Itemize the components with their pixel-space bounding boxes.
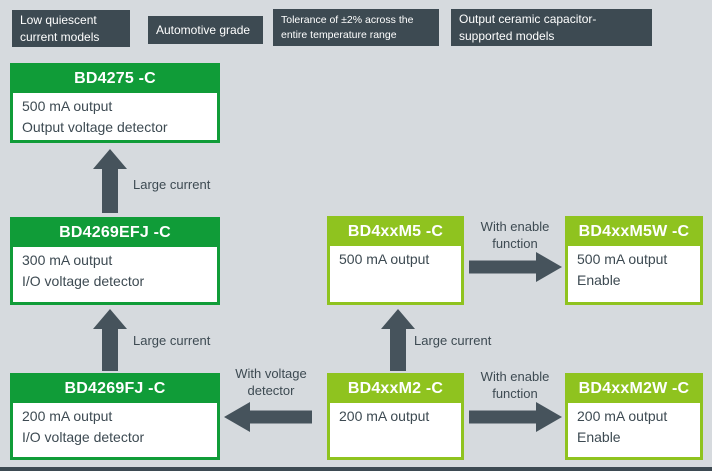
feature-label-automotive-grade: Automotive grade	[148, 16, 263, 44]
spec-line: 200 mA output	[22, 408, 113, 424]
spec-line: 200 mA output	[577, 408, 668, 424]
arrow-label-with-enable: With enable function	[480, 219, 550, 251]
arrow-shape	[224, 402, 312, 432]
product-specs: 200 mA output Enable	[568, 403, 700, 457]
product-box-bd4xxm2: BD4xxM2 -C 200 mA output	[327, 373, 464, 460]
spec-line: I/O voltage detector	[22, 429, 145, 445]
product-specs: 200 mA output I/O voltage detector	[13, 403, 217, 457]
product-box-bd4269fj: BD4269FJ -C 200 mA output I/O voltage de…	[10, 373, 220, 460]
arrow-left-icon	[224, 402, 312, 432]
product-title: BD4xxM5W -C	[568, 219, 700, 246]
product-specs: 500 mA output Enable	[568, 246, 700, 302]
spec-line: 200 mA output	[339, 408, 430, 424]
spec-line: 500 mA output	[339, 251, 430, 267]
arrow-label-large-current: Large current	[133, 333, 211, 348]
product-title: BD4269FJ -C	[13, 376, 217, 403]
product-box-bd4269efj: BD4269EFJ -C 300 mA output I/O voltage d…	[10, 217, 220, 305]
arrow-right-icon	[469, 402, 562, 432]
spec-line: 500 mA output	[22, 98, 113, 114]
product-specs: 200 mA output	[330, 403, 461, 457]
product-box-bd4xxm5: BD4xxM5 -C 500 mA output	[327, 216, 464, 305]
feature-label-tolerance: Tolerance of ±2% across the entire tempe…	[273, 9, 439, 46]
product-title: BD4275 -C	[13, 66, 217, 93]
arrow-label-large-current: Large current	[414, 333, 492, 348]
product-specs: 500 mA output Output voltage detector	[13, 93, 217, 140]
spec-line: 300 mA output	[22, 252, 113, 268]
footer-bar	[0, 467, 712, 471]
arrow-shape	[469, 252, 562, 282]
spec-line: I/O voltage detector	[22, 273, 145, 289]
arrow-right-icon	[469, 252, 562, 282]
product-specs: 500 mA output	[330, 246, 461, 302]
product-title: BD4xxM5 -C	[330, 219, 461, 246]
arrow-label-with-enable: With enable function	[480, 369, 550, 401]
spec-line: Output voltage detector	[22, 119, 168, 135]
product-box-bd4275: BD4275 -C 500 mA output Output voltage d…	[10, 63, 220, 143]
arrow-shape	[381, 309, 415, 371]
arrow-up-icon	[381, 309, 415, 371]
arrow-shape	[469, 402, 562, 432]
spec-line	[339, 427, 452, 448]
arrow-up-icon	[93, 149, 127, 213]
product-title: BD4269EFJ -C	[13, 220, 217, 247]
product-title: BD4xxM2 -C	[330, 376, 461, 403]
arrow-shape	[93, 309, 127, 371]
product-specs: 300 mA output I/O voltage detector	[13, 247, 217, 302]
spec-line: Enable	[577, 272, 621, 288]
spec-line: Enable	[577, 429, 621, 445]
arrow-label-large-current: Large current	[133, 177, 211, 192]
spec-line: 500 mA output	[577, 251, 668, 267]
arrow-label-with-voltage-detector: With voltage detector	[235, 366, 307, 398]
spec-line	[339, 270, 452, 291]
arrow-up-icon	[93, 309, 127, 371]
product-box-bd4xxm2w: BD4xxM2W -C 200 mA output Enable	[565, 373, 703, 460]
feature-label-low-quiescent: Low quiescent current models	[12, 10, 130, 47]
product-title: BD4xxM2W -C	[568, 376, 700, 403]
feature-label-ceramic-capacitor: Output ceramic capacitor-supported model…	[451, 9, 652, 46]
arrow-shape	[93, 149, 127, 213]
product-box-bd4xxm5w: BD4xxM5W -C 500 mA output Enable	[565, 216, 703, 305]
